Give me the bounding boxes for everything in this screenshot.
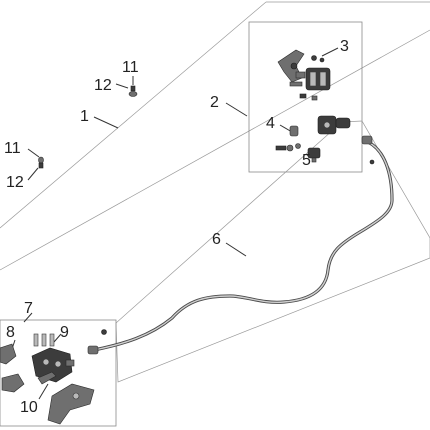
reservator-clamp-icon [317, 115, 351, 135]
switch-icon [307, 147, 321, 163]
callout-12-left: 12 [6, 174, 24, 191]
small-hardware-icon [299, 55, 325, 101]
callout-12-upper: 12 [94, 77, 112, 94]
callout-6: 6 [212, 231, 221, 248]
leader-lines [9, 47, 339, 400]
caliper-box [0, 319, 117, 427]
callout-9: 9 [60, 324, 69, 341]
assembly-outline [0, 1, 430, 271]
brake-hose-icon [87, 135, 394, 355]
caliper-bracket-icon [47, 383, 95, 425]
caliper-mount-icon [0, 343, 25, 393]
banjo-bolt-icon [275, 125, 301, 152]
callout-7: 7 [24, 300, 33, 317]
callout-8: 8 [6, 324, 15, 341]
callout-10: 10 [20, 399, 38, 416]
fastener-left [38, 156, 44, 169]
callout-11-left: 11 [4, 140, 21, 157]
caliper-body-icon [31, 347, 75, 383]
callout-4: 4 [266, 115, 275, 132]
master-cylinder-box [248, 21, 363, 173]
brake-pads-icon [33, 333, 55, 347]
callout-3: 3 [340, 38, 349, 55]
fastener-upper [128, 85, 138, 97]
callout-1: 1 [80, 108, 89, 125]
master-cylinder-body-icon [289, 67, 331, 91]
callout-11-upper: 11 [122, 59, 139, 76]
pad-spring-icon [37, 371, 57, 385]
callout-5: 5 [302, 152, 311, 169]
callout-2: 2 [210, 94, 219, 111]
